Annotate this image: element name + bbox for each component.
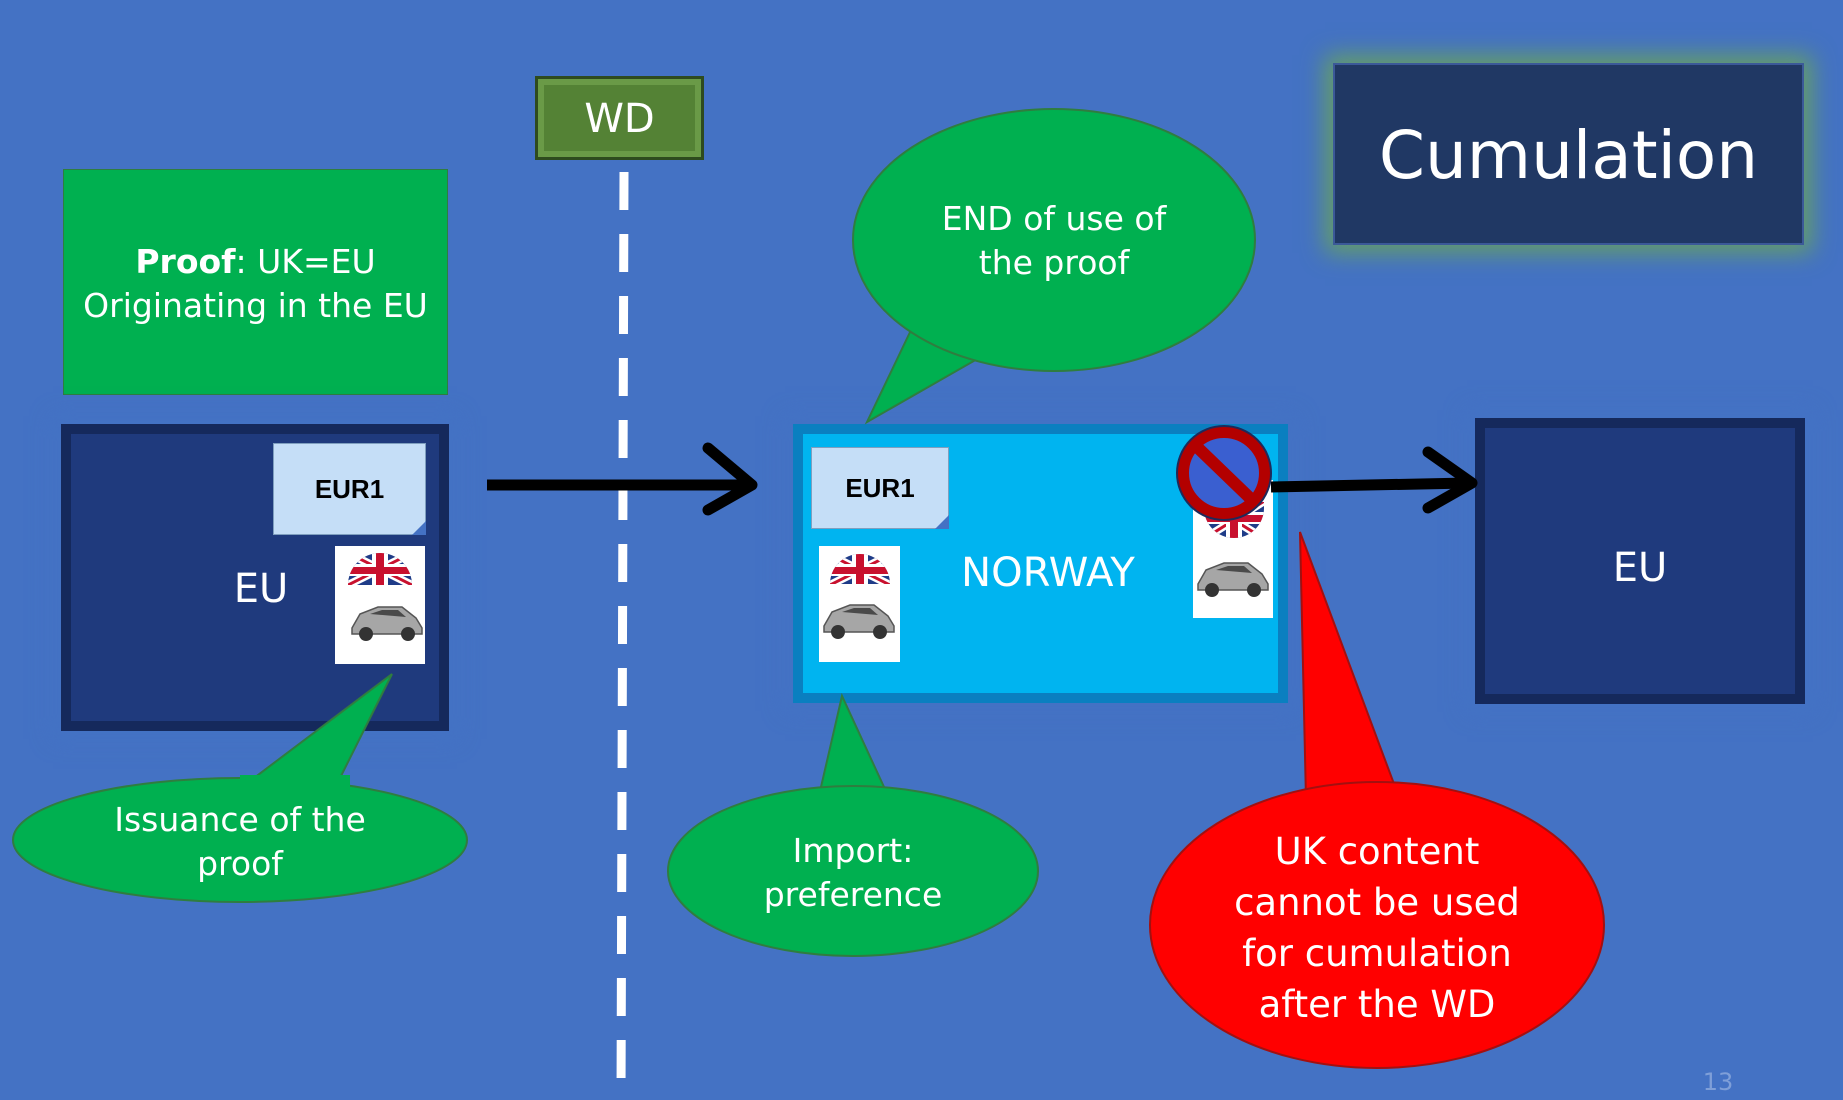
wd-label: WD	[584, 96, 655, 142]
proof-bold-label: Proof	[135, 242, 236, 281]
eur1-certificate-norway: EUR1	[811, 447, 949, 529]
page-number: 13	[1703, 1068, 1734, 1096]
proof-box: Proof: UK=EU Originating in the EU	[63, 169, 448, 395]
no-entry-icon	[1176, 425, 1272, 521]
proof-line1-rest: : UK=EU	[235, 242, 376, 281]
norway-label: NORWAY	[961, 550, 1135, 596]
callout-end-line2: the proof	[979, 243, 1131, 282]
eu-right-label: EU	[1612, 545, 1668, 591]
slide-title: Cumulation	[1378, 117, 1759, 194]
arrow-right-icon	[487, 442, 758, 516]
callout-uk-line4: after the WD	[1259, 983, 1496, 1026]
callout-end-of-use: END of use of the proof	[852, 108, 1256, 425]
uk-flag-icon	[348, 553, 412, 585]
proof-line1: Proof: UK=EU	[64, 240, 447, 284]
arrow-right-icon	[1270, 446, 1478, 514]
eur1-certificate-left: EUR1	[273, 443, 426, 535]
callout-uk-line3: for cumulation	[1242, 932, 1512, 975]
title-box: Cumulation	[1333, 63, 1804, 245]
callout-issuance-line1: Issuance of the	[114, 800, 366, 839]
car-icon	[351, 606, 423, 641]
callout-import: Import: preference	[667, 692, 1039, 957]
car-icon	[823, 604, 895, 639]
callout-issuance-line2: proof	[197, 844, 284, 883]
eu-box-right: EU	[1475, 418, 1805, 704]
callout-end-line1: END of use of	[942, 199, 1168, 238]
callout-import-line2: preference	[764, 875, 943, 914]
eu-left-label: EU	[233, 566, 289, 612]
callout-import-line1: Import:	[793, 831, 914, 870]
uk-flag-icon	[830, 554, 890, 584]
proof-line2: Originating in the EU	[83, 286, 428, 325]
callout-issuance: Issuance of the proof	[12, 673, 468, 903]
callout-uk-line2: cannot be used	[1234, 881, 1520, 924]
callout-uk-line1: UK content	[1275, 830, 1480, 873]
car-icon	[1197, 562, 1269, 597]
wd-dashed-line	[616, 171, 629, 1100]
wd-box: WD	[535, 76, 704, 160]
callout-uk-content: UK content cannot be used for cumulation…	[1149, 531, 1605, 1069]
